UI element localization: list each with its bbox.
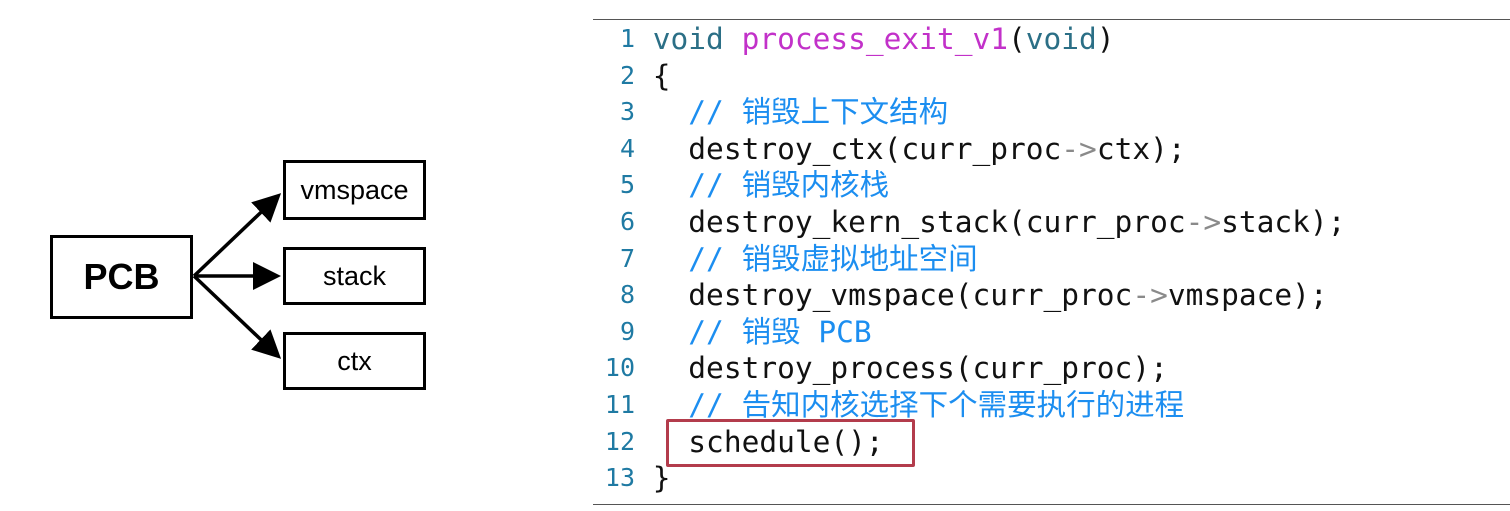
code-token: destroy_vmspace(curr_proc: [688, 278, 1133, 313]
pcb-node: PCB: [50, 235, 193, 319]
code-bottom-rule: [593, 504, 1510, 505]
code-text: }: [635, 460, 671, 496]
code-indent: [635, 388, 688, 422]
code-text: // 销毁虚拟地址空间: [635, 241, 978, 277]
code-text: destroy_ctx(curr_proc->ctx);: [635, 131, 1186, 167]
line-number: 1: [619, 24, 635, 53]
code-indent: [635, 205, 688, 239]
code-token: stack);: [1221, 205, 1346, 239]
line-number: 10: [604, 353, 635, 383]
code-token: [724, 22, 742, 56]
code-text: // 销毁内核栈: [635, 167, 889, 203]
arrow-pcb-to-ctx: [192, 274, 282, 359]
code-token: ->: [1185, 205, 1222, 239]
code-indent: [635, 95, 688, 129]
code-text: // 销毁上下文结构: [635, 94, 948, 130]
arrow-pcb-to-vmspace: [192, 193, 282, 278]
line-number: 2: [619, 60, 635, 90]
code-listing: 1 void process_exit_v1(void)2 {3 // 销毁上下…: [593, 0, 1510, 511]
line-number: 12: [604, 426, 635, 456]
code-token: {: [652, 58, 671, 93]
stack-node: stack: [283, 247, 426, 305]
code-text: destroy_process(curr_proc);: [635, 350, 1168, 386]
line-number: 8: [619, 280, 635, 310]
line-number: 7: [619, 243, 635, 273]
line-number: 6: [619, 207, 635, 236]
code-indent: [635, 315, 688, 349]
code-indent: [635, 168, 688, 202]
code-indent: [635, 461, 653, 495]
code-token: ->: [1061, 131, 1097, 166]
code-token: schedule();: [688, 424, 884, 459]
code-token: }: [652, 461, 671, 496]
code-text: destroy_kern_stack(curr_proc->stack);: [635, 204, 1345, 240]
code-token: void: [652, 22, 724, 56]
code-token: // 销毁 PCB: [688, 314, 872, 349]
line-number: 3: [619, 97, 635, 127]
code-top-rule: [593, 19, 1510, 20]
code-indent: [635, 132, 688, 166]
code-token: vmspace);: [1167, 278, 1328, 313]
code-token: ): [1096, 22, 1115, 56]
code-text: // 告知内核选择下个需要执行的进程: [635, 387, 1184, 423]
ctx-node: ctx: [283, 332, 426, 390]
code-token: destroy_ctx(curr_proc: [688, 131, 1062, 166]
pcb-diagram: PCB vmspace stack ctx: [0, 0, 560, 511]
code-text: schedule();: [635, 424, 884, 460]
code-token: destroy_kern_stack(curr_proc: [688, 205, 1186, 239]
vmspace-node: vmspace: [283, 160, 426, 220]
code-indent: [635, 278, 688, 312]
code-text: // 销毁 PCB: [635, 314, 872, 350]
code-indent: [635, 59, 653, 93]
code-token: destroy_process(curr_proc);: [688, 351, 1168, 386]
code-token: // 销毁内核栈: [688, 168, 890, 203]
code-text: destroy_vmspace(curr_proc->vmspace);: [635, 277, 1328, 313]
line-number: 11: [604, 390, 635, 419]
line-number: 4: [619, 133, 635, 163]
code-token: ctx);: [1096, 131, 1186, 166]
code-token: // 销毁虚拟地址空间: [688, 241, 978, 276]
code-token: // 销毁上下文结构: [688, 95, 949, 130]
code-indent: [635, 22, 653, 56]
line-number: 5: [619, 170, 635, 200]
line-number: 13: [604, 463, 635, 493]
diagram-arrows: [192, 193, 282, 359]
code-text: void process_exit_v1(void): [635, 21, 1115, 57]
code-token: process_exit_v1: [741, 22, 1008, 56]
code-indent: [635, 351, 688, 385]
line-number: 9: [619, 316, 635, 346]
code-token: (: [1008, 22, 1026, 56]
code-token: // 告知内核选择下个需要执行的进程: [688, 388, 1185, 422]
schedule-call-highlight: [666, 419, 915, 467]
code-text: {: [635, 58, 671, 94]
code-token: ->: [1132, 278, 1168, 313]
code-token: void: [1025, 22, 1097, 56]
code-indent: [635, 242, 688, 276]
